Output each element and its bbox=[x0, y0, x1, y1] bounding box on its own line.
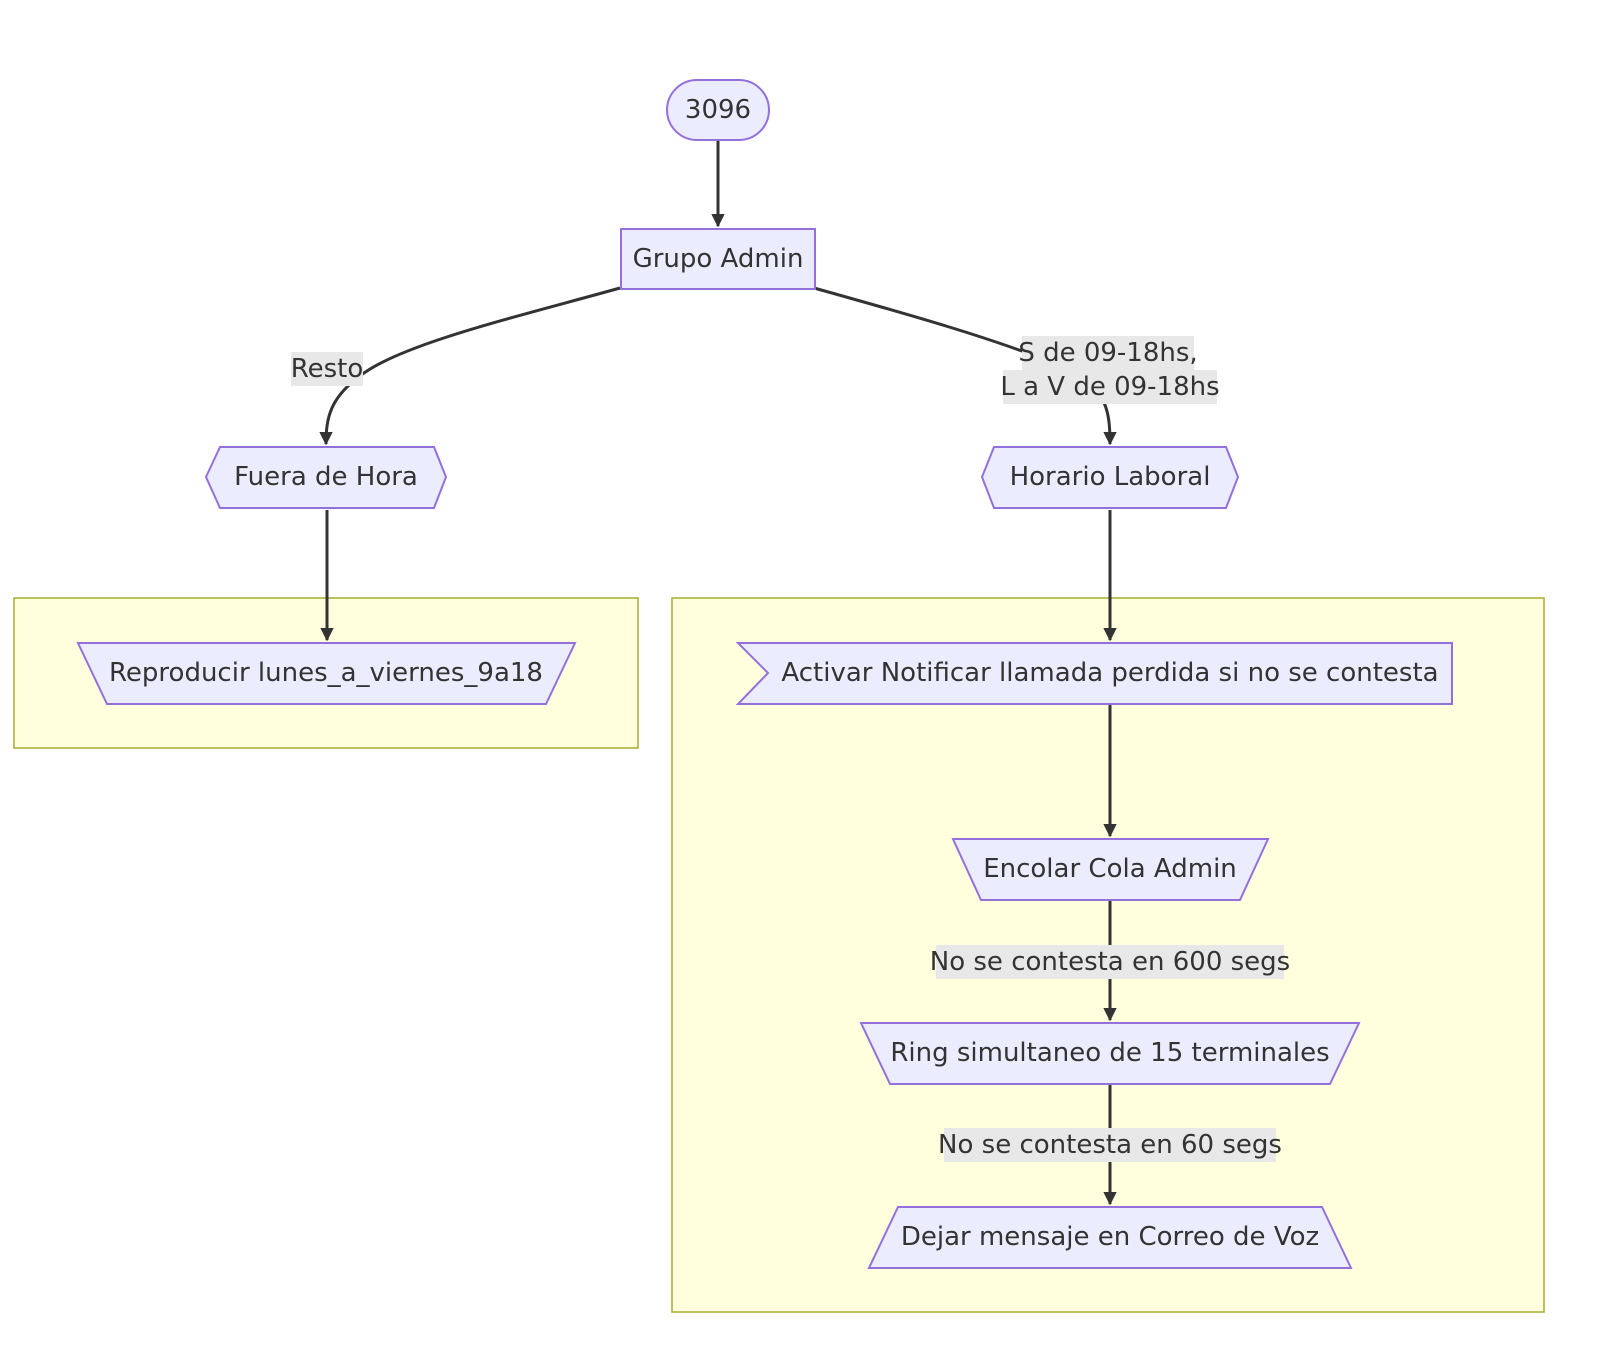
node-group-label: Grupo Admin bbox=[633, 244, 804, 274]
node-work-hours-label: Horario Laboral bbox=[1010, 462, 1211, 492]
edge-label-600: No se contesta en 600 segs bbox=[930, 947, 1290, 977]
node-work-hours bbox=[980, 446, 1240, 509]
edge-label-bg-60 bbox=[944, 1128, 1276, 1162]
edge-label-resto: Resto bbox=[291, 354, 364, 384]
node-play bbox=[76, 642, 577, 705]
node-start-label: 3096 bbox=[685, 95, 751, 125]
node-voicemail bbox=[867, 1206, 1353, 1269]
node-notify-label: Activar Notificar llamada perdida si no … bbox=[781, 658, 1438, 688]
node-off-hours-label: Fuera de Hora bbox=[234, 462, 418, 492]
edge-group-to-off-hours bbox=[319, 286, 621, 446]
edge-label-work-line1: S de 09-18hs, bbox=[1018, 338, 1197, 368]
edge-label-bg-resto bbox=[291, 352, 363, 386]
edge-label-bg-work-line2 bbox=[1003, 370, 1217, 404]
edge-label-bg-600 bbox=[936, 945, 1284, 979]
edge-label-bg-work-line1 bbox=[1022, 336, 1194, 370]
node-off-hours bbox=[204, 446, 448, 509]
node-queue bbox=[951, 838, 1270, 901]
node-group bbox=[620, 228, 816, 290]
node-start bbox=[666, 79, 770, 141]
node-voicemail-label: Dejar mensaje en Correo de Voz bbox=[901, 1222, 1319, 1252]
node-notify bbox=[735, 642, 1453, 705]
node-ring bbox=[859, 1022, 1361, 1085]
node-ring-label: Ring simultaneo de 15 terminales bbox=[890, 1038, 1329, 1068]
edge-label-work-line2: L a V de 09-18hs bbox=[1000, 372, 1219, 402]
node-queue-label: Encolar Cola Admin bbox=[983, 854, 1237, 884]
node-play-label: Reproducir lunes_a_viernes_9a18 bbox=[109, 658, 543, 688]
edge-label-60: No se contesta en 60 segs bbox=[938, 1130, 1282, 1160]
